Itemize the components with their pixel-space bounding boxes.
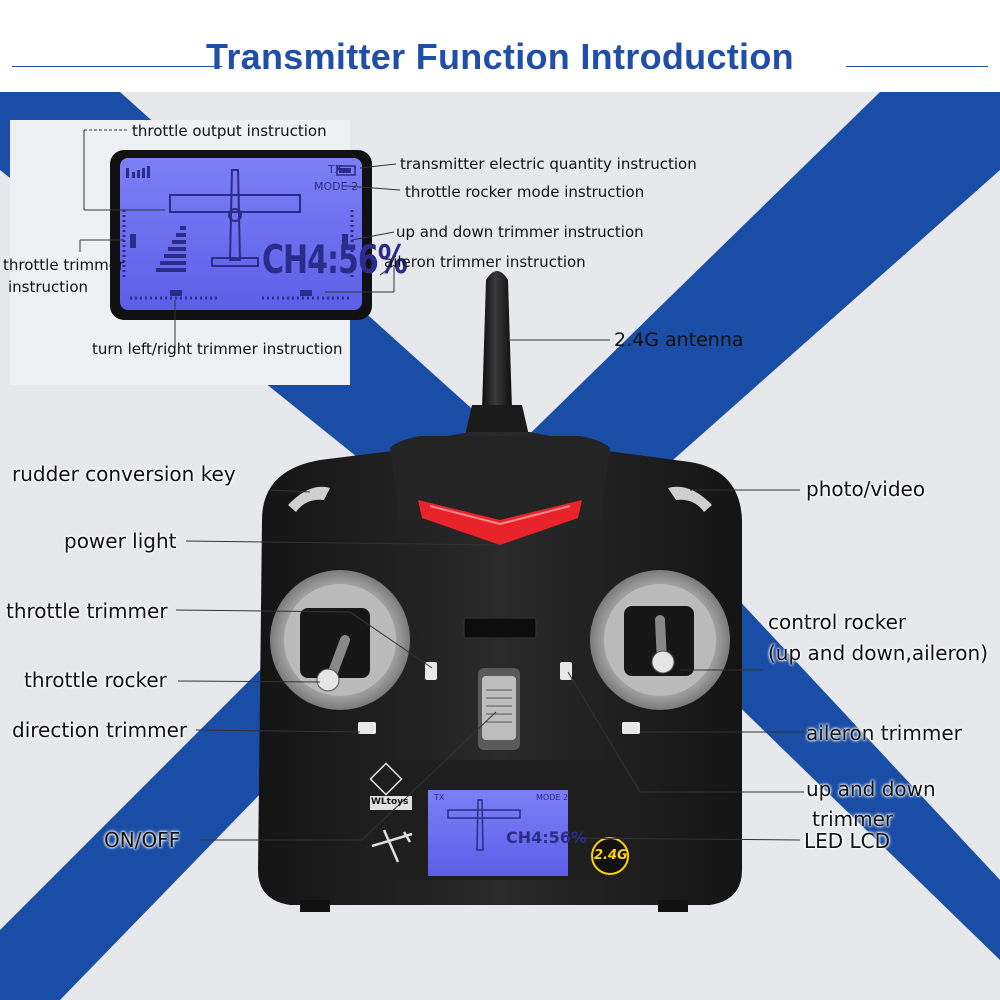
leader-lines-transmitter [175, 339, 804, 841]
label-up-down-trimmer-instruction: up and down trimmer instruction [396, 223, 644, 241]
label-led-lcd: LED LCD [804, 829, 891, 853]
label-aileron-trimmer: aileron trimmer [806, 721, 962, 745]
lcd-tx-text: TX [328, 163, 343, 176]
page-title: Transmitter Function Introduction [206, 36, 794, 77]
left-gimbal [270, 570, 410, 710]
label-on-off: ON/OFF [104, 828, 181, 852]
small-lcd-channel: CH4:56% [506, 828, 587, 847]
brand-text: WLtoys [371, 797, 409, 807]
airplane-icon [169, 169, 301, 267]
lcd-screen-large [110, 150, 372, 320]
small-lcd-tx: TX [434, 793, 445, 802]
right-gimbal [590, 570, 730, 710]
label-up-down-trimmer-2: trimmer [812, 807, 894, 831]
lcd-channel-text: CH4:56% [262, 238, 408, 284]
label-electric-quantity: transmitter electric quantity instructio… [400, 155, 697, 173]
label-throttle-trimmer: throttle trimmer [6, 599, 168, 623]
plane-icon [371, 829, 413, 863]
band-badge-text: 2.4G [594, 848, 628, 863]
antenna [464, 271, 530, 440]
label-aileron-trimmer-instruction: aileron trimmer instruction [384, 253, 586, 271]
trim-switches [358, 662, 640, 734]
leader-lines-inset [79, 129, 401, 348]
label-antenna: 2.4G antenna [614, 329, 744, 351]
label-throttle-trimmer-instruction-1: throttle trimmer [3, 256, 125, 274]
lcd-screen-small [428, 790, 568, 876]
label-control-rocker-1: control rocker [768, 610, 907, 634]
small-lcd-mode: MODE 2 [536, 793, 569, 802]
title-rule-right [846, 66, 988, 67]
label-photo-video: photo/video [806, 477, 926, 501]
title-rule-left [12, 66, 222, 67]
label-rudder-key: rudder conversion key [12, 462, 236, 486]
label-up-down-trimmer-1: up and down [806, 777, 936, 801]
brand-logo [369, 762, 412, 810]
lcd-mode-text: MODE 2 [314, 180, 359, 193]
label-rocker-mode: throttle rocker mode instruction [405, 183, 645, 201]
label-turn-trimmer: turn left/right trimmer instruction [92, 340, 343, 358]
label-direction-trimmer: direction trimmer [12, 718, 188, 742]
label-throttle-output: throttle output instruction [132, 122, 327, 140]
label-throttle-rocker: throttle rocker [24, 668, 167, 692]
label-throttle-trimmer-instruction-2: instruction [8, 278, 89, 296]
label-power-light: power light [64, 529, 177, 553]
throttle-bars-icon [156, 226, 186, 272]
label-control-rocker-2: (up and down,aileron) [768, 641, 989, 665]
